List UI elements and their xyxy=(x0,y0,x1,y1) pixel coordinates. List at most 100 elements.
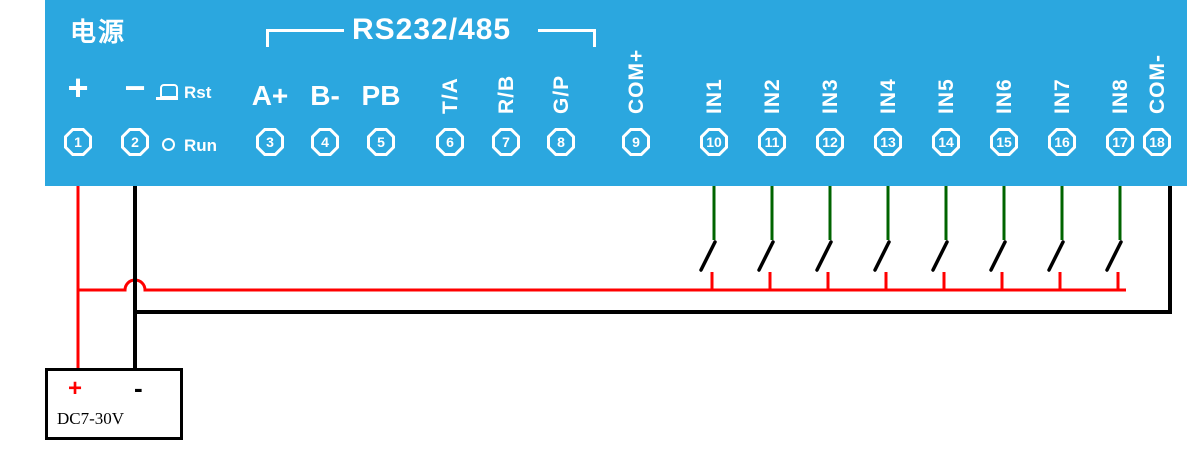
power-supply-voltage: DC7-30V xyxy=(57,409,125,428)
terminal-screw: 14 xyxy=(932,128,960,156)
terminal-screw: 9 xyxy=(622,128,650,156)
terminal-5: PB 5 xyxy=(362,0,400,186)
terminal-3: A+ 3 xyxy=(252,0,288,186)
terminal-ring-inner xyxy=(819,131,841,153)
terminal-14: IN5 14 xyxy=(932,0,960,186)
terminal-screw: 7 xyxy=(492,128,520,156)
terminal-number: 7 xyxy=(502,134,510,150)
terminal-label: T/A xyxy=(439,77,462,114)
terminal-label: R/B xyxy=(495,74,518,114)
terminal-label: PB xyxy=(361,80,401,111)
terminal-2: −2 xyxy=(121,0,149,186)
terminal-17: IN8 17 xyxy=(1106,0,1134,186)
terminal-18: COM- 18 xyxy=(1143,0,1171,186)
terminal-number: 1 xyxy=(74,134,82,150)
terminal-screw: 10 xyxy=(700,128,728,156)
terminal-4: B-4 xyxy=(310,0,340,186)
terminal-label: − xyxy=(124,67,146,108)
terminal-ring-inner xyxy=(1146,131,1168,153)
terminal-number: 18 xyxy=(1149,134,1165,150)
terminal-ring-inner xyxy=(439,131,461,153)
terminal-screw: 4 xyxy=(311,128,339,156)
terminal-screw: 18 xyxy=(1143,128,1171,156)
terminal-6: T/A 6 xyxy=(436,0,464,186)
terminal-number: 4 xyxy=(321,134,329,150)
run-label: Run xyxy=(184,136,218,155)
reset-label: Rst xyxy=(184,83,212,102)
terminal-13: IN4 13 xyxy=(874,0,902,186)
terminal-screw: 3 xyxy=(256,128,284,156)
terminal-number: 2 xyxy=(131,134,139,150)
rs232-bracket-right-tick xyxy=(593,29,596,47)
rs232-bracket-left-tick xyxy=(266,29,269,47)
power-supply-box: + - DC7-30V xyxy=(45,368,183,440)
terminal-ring-inner xyxy=(550,131,572,153)
terminal-label: IN6 xyxy=(993,78,1016,114)
terminal-label: A+ xyxy=(251,80,289,111)
rs232-485-label: RS232/485 xyxy=(352,13,512,46)
terminal-label: IN8 xyxy=(1109,78,1132,114)
terminal-number: 6 xyxy=(446,134,454,150)
terminal-ring-inner xyxy=(314,131,336,153)
terminal-number: 16 xyxy=(1054,134,1070,150)
terminal-number: 11 xyxy=(764,134,780,150)
terminal-panel xyxy=(45,0,1187,186)
terminal-number: 15 xyxy=(996,134,1012,150)
terminal-16: IN7 16 xyxy=(1048,0,1076,186)
terminal-ring-inner xyxy=(259,131,281,153)
rs232-bracket-left-horizontal xyxy=(266,29,344,32)
terminal-number: 13 xyxy=(880,134,896,150)
terminal-ring-inner xyxy=(625,131,647,153)
terminal-screw: 11 xyxy=(758,128,786,156)
terminal-screw: 1 xyxy=(64,128,92,156)
terminal-screw: 2 xyxy=(121,128,149,156)
terminal-screw: 17 xyxy=(1106,128,1134,156)
power-section-label: 电源 xyxy=(70,17,127,47)
terminal-label: IN4 xyxy=(877,78,900,114)
terminal-screw: 12 xyxy=(816,128,844,156)
terminal-ring-inner xyxy=(703,131,725,153)
terminal-screw: 8 xyxy=(547,128,575,156)
terminal-label: IN5 xyxy=(935,78,958,114)
terminal-ring-inner xyxy=(124,131,146,153)
terminal-label: COM+ xyxy=(625,48,648,114)
terminal-11: IN2 11 xyxy=(758,0,786,186)
terminal-ring-inner xyxy=(370,131,392,153)
terminal-15: IN6 15 xyxy=(990,0,1018,186)
terminal-label: IN3 xyxy=(819,78,842,114)
terminal-label: IN1 xyxy=(703,78,726,114)
terminal-ring-inner xyxy=(495,131,517,153)
terminal-screw: 13 xyxy=(874,128,902,156)
terminal-label: G/P xyxy=(550,74,573,114)
terminal-ring-inner xyxy=(877,131,899,153)
terminal-7: R/B 7 xyxy=(492,0,520,186)
terminal-ring-inner xyxy=(67,131,89,153)
terminal-label: IN2 xyxy=(761,78,784,114)
terminal-1: +1 xyxy=(64,0,92,186)
terminal-ring-inner xyxy=(935,131,957,153)
terminal-12: IN3 12 xyxy=(816,0,844,186)
terminal-screw: 5 xyxy=(367,128,395,156)
terminal-ring-inner xyxy=(1109,131,1131,153)
terminal-screw: 15 xyxy=(990,128,1018,156)
terminal-screw: 16 xyxy=(1048,128,1076,156)
terminal-number: 14 xyxy=(938,134,954,150)
terminal-number: 12 xyxy=(822,134,838,150)
terminal-label: IN7 xyxy=(1051,78,1074,114)
terminal-label: + xyxy=(67,67,89,108)
terminal-number: 8 xyxy=(557,134,565,150)
terminal-9: COM+ 9 xyxy=(622,0,650,186)
rs232-bracket-right-horizontal xyxy=(538,29,596,32)
power-supply-minus: - xyxy=(134,373,143,403)
run-led-icon xyxy=(162,138,175,151)
terminal-ring-inner xyxy=(1051,131,1073,153)
terminal-number: 3 xyxy=(266,134,274,150)
terminal-number: 5 xyxy=(377,134,385,150)
terminal-ring-inner xyxy=(993,131,1015,153)
terminal-label: COM- xyxy=(1146,54,1169,114)
terminal-number: 9 xyxy=(632,134,640,150)
terminal-number: 10 xyxy=(706,134,722,150)
terminal-ring-inner xyxy=(761,131,783,153)
